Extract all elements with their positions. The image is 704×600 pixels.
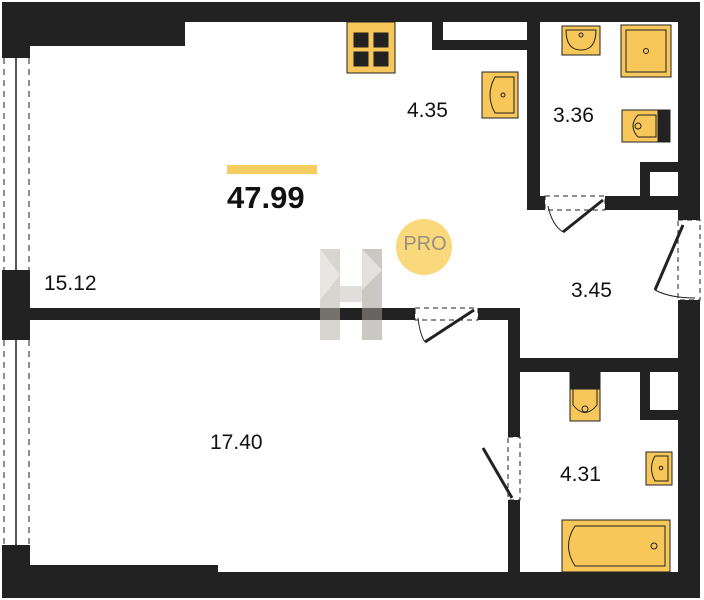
total-area: 47.99 — [227, 180, 305, 215]
fixtures — [346, 21, 673, 573]
area-accent-bar — [227, 165, 317, 174]
pro-badge-circle — [396, 219, 452, 275]
windows — [3, 58, 30, 545]
room-area-hallway: 3.45 — [571, 279, 612, 302]
doors — [414, 195, 701, 501]
toilet-2-icon — [569, 371, 601, 422]
room-area-bathroom-1: 3.36 — [553, 104, 594, 127]
kitchen-sink-icon — [481, 71, 519, 119]
room-area-kitchen: 4.35 — [407, 99, 448, 122]
room-area-living-room: 15.12 — [44, 272, 97, 295]
watermark-logo — [320, 249, 382, 340]
shower-icon — [620, 24, 672, 78]
stove-icon — [346, 21, 396, 74]
bathroom-sink-icon — [561, 25, 601, 56]
room-area-bedroom: 17.40 — [210, 431, 263, 454]
toilet-icon — [621, 109, 671, 143]
bathroom-2-sink-icon — [645, 451, 673, 486]
bathtub-icon — [561, 519, 671, 573]
pro-badge: PRO — [403, 233, 447, 255]
room-area-bathroom-2: 4.31 — [560, 463, 601, 486]
